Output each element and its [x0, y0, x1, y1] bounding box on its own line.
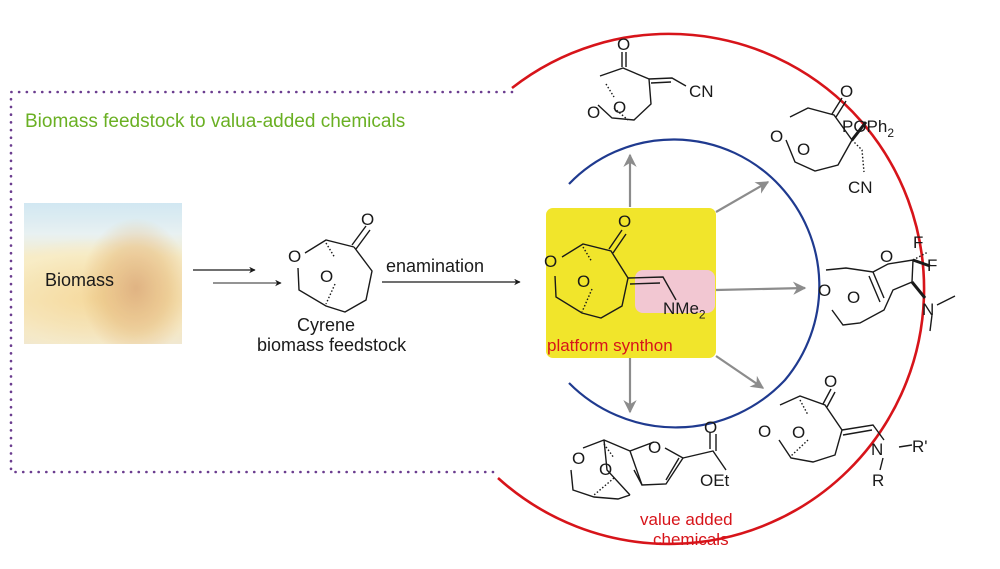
cyrene-bridge-o: O: [320, 267, 333, 286]
p5-bridge-o: O: [599, 460, 612, 479]
p1-carbonyl-o: O: [617, 35, 630, 54]
p5-carbonyl-o: O: [704, 418, 717, 437]
p4-r: R: [872, 471, 884, 490]
p4-r-prime: R': [912, 437, 928, 456]
diagram-title: Biomass feedstock to valua-added chemica…: [25, 111, 406, 132]
p4-bridge-o: O: [792, 423, 805, 442]
p2-ring-o: O: [770, 127, 783, 146]
biomass-photo: [24, 203, 182, 344]
synthon-ring-o: O: [544, 252, 557, 271]
synthon-structure: [554, 229, 677, 319]
p4-n: N: [871, 440, 883, 459]
p5-oet: OEt: [700, 471, 730, 490]
p5-furan-o: O: [648, 438, 661, 457]
cyrene-label: Cyrene: [297, 315, 356, 335]
cyrene-carbonyl-o: O: [361, 210, 374, 229]
arrow-downright: [715, 355, 765, 389]
nme-text: NMe: [663, 299, 699, 318]
arrow-right: [715, 281, 807, 295]
value-added-label: value added: [640, 510, 733, 529]
nme-subscript: 2: [698, 307, 706, 322]
cyrene-ring-o: O: [288, 247, 301, 266]
platform-synthon-label: platform synthon: [547, 336, 673, 355]
p3-bridge-o: O: [847, 288, 860, 307]
chemicals-label: chemicals: [653, 530, 729, 549]
inner-blue-circle: [568, 138, 821, 429]
product-enaminone-structure: [778, 388, 913, 471]
product-difluoro-structure: [825, 251, 956, 332]
product-furan-ester-structure: [570, 432, 727, 500]
enamine-highlight: [635, 270, 715, 313]
p2-carbonyl-o: O: [840, 82, 853, 101]
arrow-upright: [715, 181, 770, 213]
p3-ring-o: O: [818, 281, 831, 300]
p2-pophph: POPh2: [842, 117, 894, 140]
p1-cn: CN: [689, 82, 714, 101]
nme2-label: NMe2: [663, 300, 706, 320]
p5-ring-o: O: [572, 449, 585, 468]
biomass-label: Biomass: [45, 270, 115, 290]
enamination-label: enamination: [386, 256, 485, 276]
p3-f1: F: [913, 233, 923, 252]
p1-bridge-o: O: [613, 98, 626, 117]
p4-carbonyl-o: O: [824, 372, 837, 391]
p2-bridge-o: O: [797, 140, 810, 159]
synthon-carbonyl-o: O: [618, 212, 631, 231]
p2-cn: CN: [848, 178, 873, 197]
p4-ring-o: O: [758, 422, 771, 441]
p3-f2: F: [927, 256, 937, 275]
p3-n: N: [922, 300, 934, 319]
p1-ring-o: O: [587, 103, 600, 122]
feedstock-label: biomass feedstock: [257, 335, 407, 355]
product-phosphinoyl-structure: [785, 97, 868, 173]
p3-fused-o: O: [880, 247, 893, 266]
synthon-bridge-o: O: [577, 272, 590, 291]
cyrene-structure: [297, 225, 373, 313]
product-cyano-methylene-structure: [597, 52, 687, 121]
